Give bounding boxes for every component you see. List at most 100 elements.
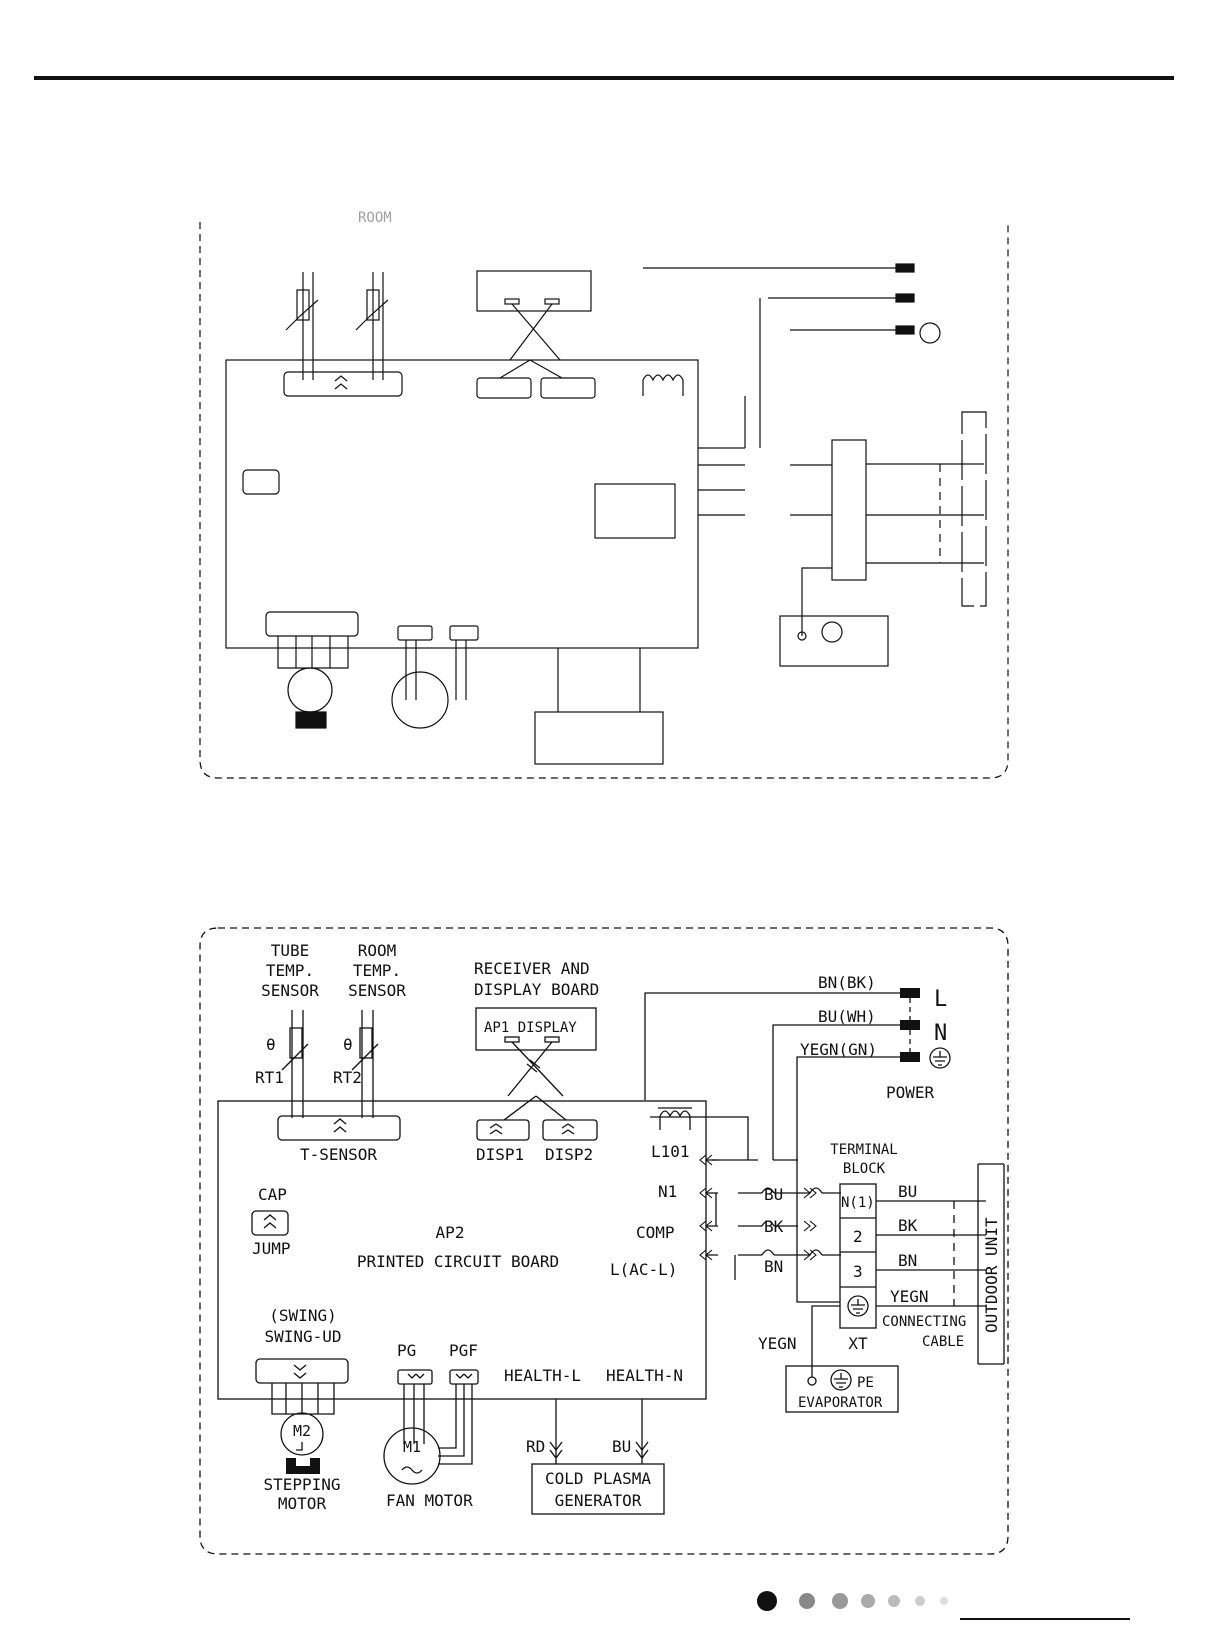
connecting-cable-label-1: CONNECTING	[882, 1314, 966, 1330]
swing-label-1: (SWING)	[269, 1306, 336, 1325]
rt2-label: RT2	[333, 1068, 362, 1087]
bu-outdoor-label: BU	[898, 1182, 917, 1201]
bn-outdoor-label: BN	[898, 1251, 917, 1270]
page-dot	[799, 1593, 815, 1609]
ap1-display-label: AP1 DISPLAY	[484, 1020, 577, 1036]
footer-rule	[960, 1618, 1130, 1620]
evaporator-label: EVAPORATOR	[798, 1395, 883, 1411]
pcb-output-connectors	[699, 1154, 817, 1261]
bu-plasma-label: BU	[612, 1437, 631, 1456]
terminal-block-label-1: TERMINAL	[830, 1142, 897, 1158]
health-n-label: HEALTH-N	[606, 1366, 683, 1385]
page-dot	[940, 1597, 948, 1605]
pcb-label: PRINTED CIRCUIT BOARD	[357, 1252, 559, 1271]
tube-sensor-label-3: SENSOR	[261, 981, 319, 1000]
stepping-motor	[280, 1412, 324, 1474]
yegn-left-label: YEGN	[758, 1334, 797, 1353]
diagram-frame	[199, 927, 1009, 1555]
top-frame	[199, 222, 1009, 779]
page-dot	[832, 1593, 848, 1609]
stepping-motor-label-2: MOTOR	[278, 1494, 327, 1513]
yegn-gn-label: YEGN(GN)	[800, 1040, 877, 1059]
disp2-label: DISP2	[545, 1145, 593, 1164]
bu-wh-label: BU(WH)	[818, 1007, 876, 1026]
page-dot-active	[757, 1591, 777, 1611]
outdoor-unit-box	[977, 1163, 1005, 1365]
t-sensor-connector	[277, 1115, 401, 1141]
bu-wire-label: BU	[764, 1185, 783, 1204]
pg-connector	[397, 1369, 433, 1444]
jump-label: JUMP	[252, 1239, 291, 1258]
room-temp-sensor	[351, 1010, 379, 1118]
tube-sensor-label-1: TUBE	[271, 941, 310, 960]
m1-label: M1	[403, 1438, 421, 1456]
l-ac-label: L(AC-L)	[610, 1260, 677, 1279]
page-indicator	[757, 1591, 948, 1611]
plasma-generator-box	[531, 1463, 665, 1515]
tb-3-label: 3	[853, 1262, 863, 1281]
power-plugs	[900, 988, 951, 1069]
tb-2-label: 2	[853, 1227, 863, 1246]
swing-ud-connector	[255, 1358, 349, 1415]
comp-label: COMP	[636, 1223, 675, 1242]
connecting-cable-label-2: CABLE	[922, 1334, 964, 1350]
bn-wire-label: BN	[764, 1257, 783, 1276]
page-dot	[861, 1594, 875, 1608]
pgf-connector	[438, 1369, 479, 1465]
outdoor-unit-label: OUTDOOR UNIT	[982, 1217, 1001, 1333]
tb-n1-label: N(1)	[841, 1195, 875, 1211]
tube-sensor-label-2: TEMP.	[266, 961, 314, 980]
receiver-display-board	[475, 1007, 597, 1121]
pe-evaporator	[785, 1305, 899, 1413]
m2-label: M2	[293, 1422, 311, 1440]
xt-label: XT	[848, 1334, 868, 1353]
fan-motor-label: FAN MOTOR	[386, 1491, 473, 1510]
ap2-label: AP2	[436, 1223, 465, 1242]
swing-label-2: SWING-UD	[264, 1327, 341, 1346]
n-terminal-label: N	[934, 1021, 947, 1046]
rt1-label: RT1	[255, 1068, 284, 1087]
pg-label: PG	[397, 1341, 416, 1360]
bk-wire-label: BK	[764, 1217, 784, 1236]
l101-reactor	[658, 1107, 692, 1130]
ground-icon	[929, 1047, 951, 1069]
room-sensor-label-3: SENSOR	[348, 981, 406, 1000]
top-partial-label: ROOM	[358, 210, 392, 226]
plasma-wiring	[531, 1399, 665, 1515]
fan-motor	[383, 1427, 441, 1485]
n1-label: N1	[658, 1182, 677, 1201]
top-pcb-outline	[225, 359, 699, 649]
plasma-label-2: GENERATOR	[555, 1491, 642, 1510]
room-sensor-label-2: TEMP.	[353, 961, 401, 980]
disp1-label: DISP1	[476, 1145, 524, 1164]
l101-label: L101	[651, 1142, 690, 1161]
bn-bk-label: BN(BK)	[818, 973, 876, 992]
room-sensor-label-1: ROOM	[358, 941, 397, 960]
page-dot	[915, 1596, 925, 1606]
theta-symbol-1: θ	[266, 1035, 276, 1054]
t-sensor-label: T-SENSOR	[300, 1145, 377, 1164]
theta-symbol-2: θ	[343, 1035, 353, 1054]
yegn-outdoor-label: YEGN	[890, 1287, 929, 1306]
page-dot	[888, 1595, 900, 1607]
tube-temp-sensor	[281, 1010, 309, 1118]
rd-label: RD	[526, 1437, 545, 1456]
receiver-label-1: RECEIVER AND	[474, 959, 590, 978]
bk-outdoor-label: BK	[898, 1216, 918, 1235]
header-rule	[34, 76, 1174, 80]
disp-connectors	[476, 1119, 598, 1141]
pgf-label: PGF	[449, 1341, 478, 1360]
power-label: POWER	[886, 1083, 935, 1102]
health-l-label: HEALTH-L	[504, 1366, 581, 1385]
cap-label: CAP	[258, 1185, 287, 1204]
pe-label: PE	[857, 1375, 874, 1391]
l-terminal-label: L	[934, 987, 947, 1012]
plasma-label-1: COLD PLASMA	[545, 1469, 651, 1488]
power-wiring	[644, 992, 900, 1303]
cap-jump-connector	[251, 1210, 289, 1236]
receiver-label-2: DISPLAY BOARD	[474, 980, 599, 999]
terminal-block-label-2: BLOCK	[843, 1161, 886, 1177]
terminal-block-xt	[839, 1183, 986, 1329]
